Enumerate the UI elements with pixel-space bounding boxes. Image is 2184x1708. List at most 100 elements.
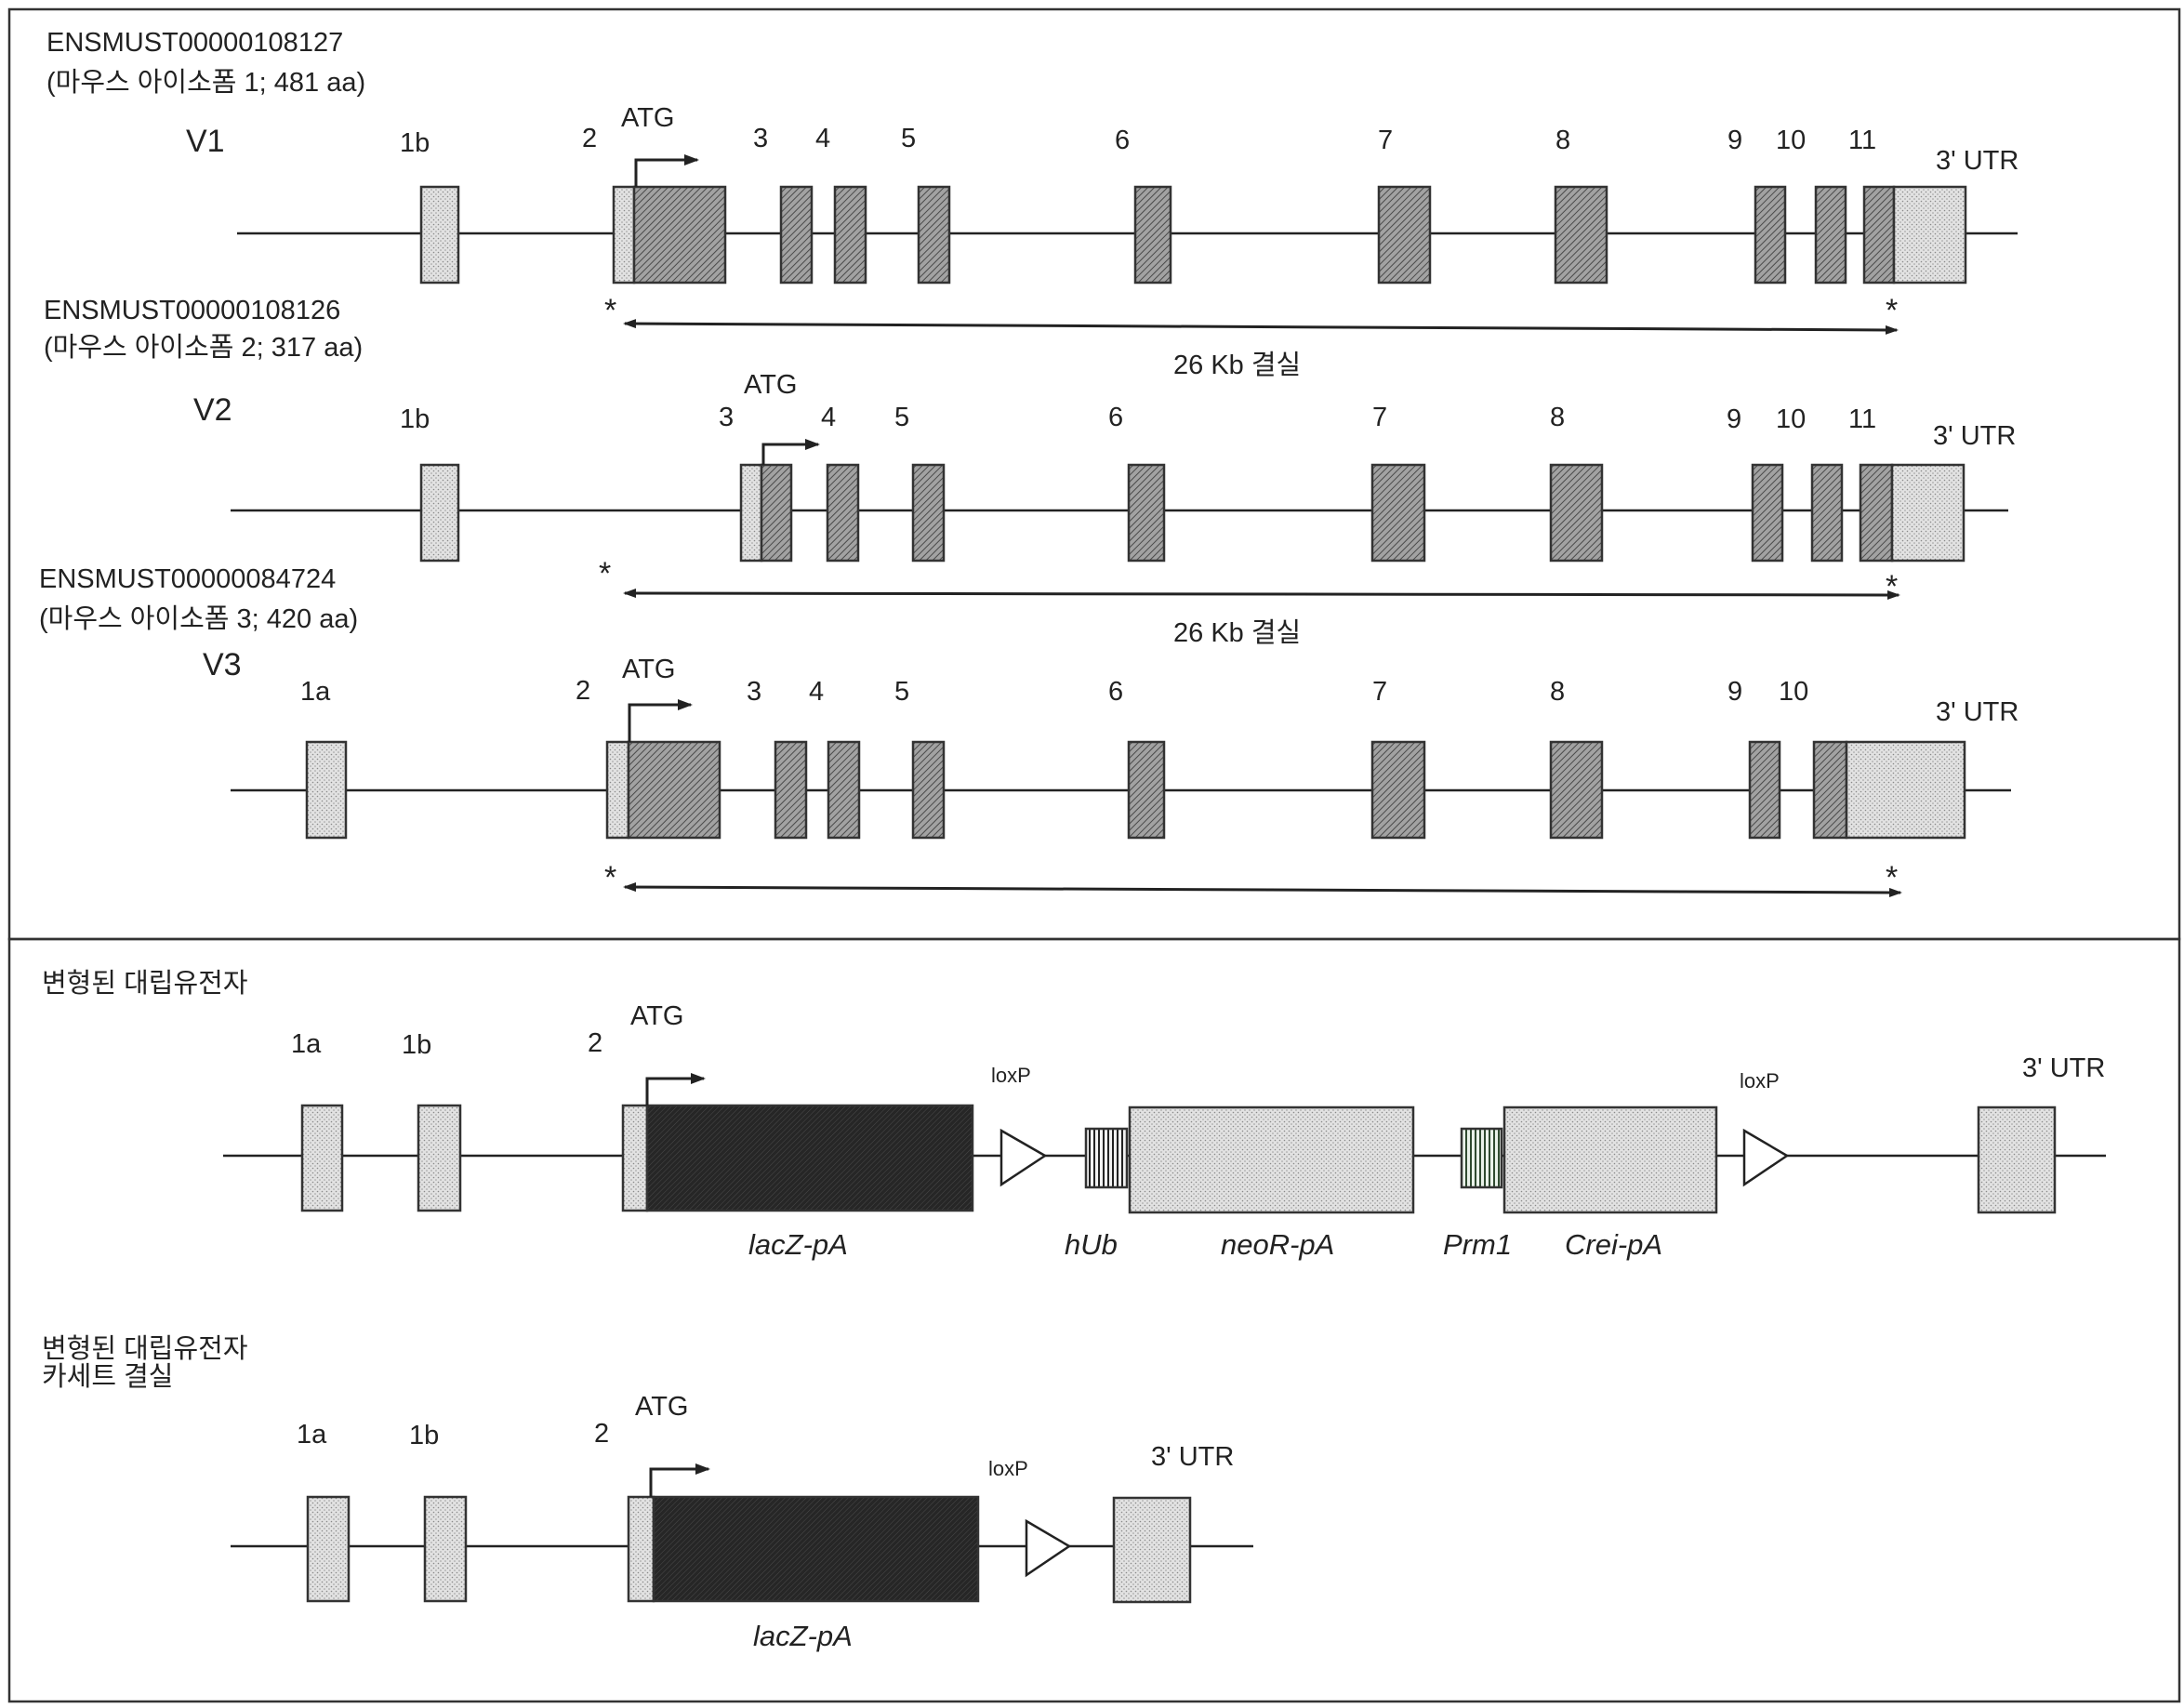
isoform-description: (마우스 아이소폼 1; 481 aa) (46, 68, 365, 98)
utr-3-prime-box (1894, 187, 1966, 283)
deletion-span-arrow (625, 324, 1897, 330)
start-codon-label: ATG (744, 370, 797, 400)
exon-label-7: 7 (1372, 403, 1387, 432)
utr-label: 3' UTR (1936, 697, 2019, 727)
exon-label-2: 2 (576, 676, 590, 706)
loxp-label: loxP (1740, 1069, 1780, 1092)
exon-2-utr (629, 1497, 654, 1601)
exon-label-1b: 1b (409, 1421, 439, 1450)
exon-label-4: 4 (809, 677, 824, 707)
exon-label-5: 5 (894, 403, 909, 432)
exon-label-6: 6 (1108, 677, 1123, 707)
exon-1b (421, 465, 458, 561)
exon-label-9: 9 (1727, 404, 1741, 434)
exon-label-10: 10 (1776, 126, 1806, 155)
exon-label-11: 11 (1848, 126, 1876, 155)
deletion-start-star: * (604, 860, 616, 895)
neor-cassette (1130, 1107, 1413, 1212)
exon-3 (781, 187, 812, 283)
exon-4 (828, 742, 859, 838)
isoform-description: (마우스 아이소폼 2; 317 aa) (44, 333, 363, 363)
exon-label-2: 2 (582, 124, 597, 153)
exon-label-10: 10 (1779, 677, 1808, 707)
exon-2-utr (623, 1106, 647, 1211)
exon-label-7: 7 (1378, 126, 1393, 155)
start-codon-label: ATG (621, 103, 674, 133)
exon-7 (1379, 187, 1430, 283)
exon-label-1b: 1b (400, 404, 430, 434)
exon-label-1b: 1b (402, 1030, 431, 1060)
exon-4 (827, 465, 858, 561)
exon-8 (1551, 465, 1602, 561)
exon-label-4: 4 (815, 124, 830, 153)
exon-2-coding (634, 187, 725, 283)
exon-9 (1750, 742, 1780, 838)
exon-3-utr (741, 465, 761, 561)
deletion-end-star: * (1886, 569, 1898, 604)
start-codon-arrow (763, 444, 818, 465)
exon-label-8: 8 (1550, 677, 1565, 707)
exon-6 (1129, 742, 1164, 838)
deletion-size-label: 26 Kb 결실 (1173, 618, 1301, 648)
exon-label-10: 10 (1776, 404, 1806, 434)
utr-label: 3' UTR (2022, 1053, 2105, 1083)
exon-10 (1814, 742, 1846, 838)
loxp-site-1 (1001, 1131, 1045, 1185)
exon-label-3: 3 (747, 677, 761, 707)
utr-3-prime-box (1979, 1107, 2055, 1212)
exon-label-7: 7 (1372, 677, 1387, 707)
transcript-id: ENSMUST00000108126 (44, 296, 340, 325)
exon-10 (1812, 465, 1842, 561)
exon-8 (1555, 187, 1607, 283)
exon-label-9: 9 (1727, 677, 1742, 707)
neor-label: neoR-pA (1221, 1228, 1334, 1261)
exon-2-utr (607, 742, 629, 838)
lacz-label: lacZ-pA (753, 1620, 853, 1652)
exon-7 (1372, 742, 1424, 838)
exon-3-coding (761, 465, 791, 561)
start-codon-arrow (647, 1079, 704, 1106)
exon-label-2: 2 (594, 1419, 609, 1449)
prm1-label: Prm1 (1443, 1228, 1512, 1261)
deleted-cassette-allele: 변형된 대립유전자 카세트 결실 ATG 1a 1b 2 loxP 3' UTR… (42, 1333, 1253, 1652)
exon-9 (1753, 465, 1782, 561)
deletion-span-arrow (625, 887, 1900, 893)
exon-label-2: 2 (588, 1028, 602, 1058)
exon-1b (425, 1497, 466, 1601)
exon-label-5: 5 (894, 677, 909, 707)
modified-allele-title: 변형된 대립유전자 (42, 968, 248, 999)
start-codon-arrow (636, 160, 697, 187)
exon-label-8: 8 (1555, 126, 1570, 155)
exon-label-6: 6 (1108, 403, 1123, 432)
deletion-start-star: * (604, 293, 616, 328)
exon-3 (775, 742, 806, 838)
deletion-span-arrow (625, 593, 1899, 595)
start-codon-label: ATG (635, 1392, 688, 1422)
exon-7 (1372, 465, 1424, 561)
utr-3-prime-box (1846, 742, 1965, 838)
loxp-site-2 (1744, 1131, 1787, 1185)
deleted-allele-title-line2: 카세트 결실 (42, 1362, 173, 1392)
exon-label-3: 3 (753, 124, 768, 153)
loxp-label: loxP (991, 1064, 1031, 1087)
exon-label-1a: 1a (297, 1420, 327, 1450)
exon-1a (308, 1497, 349, 1601)
exon-label-3: 3 (719, 403, 734, 432)
utr-label: 3' UTR (1151, 1442, 1234, 1472)
utr-3-prime-box (1892, 465, 1964, 561)
start-codon-arrow (629, 705, 691, 742)
exon-9 (1755, 187, 1785, 283)
isoform-description: (마우스 아이소폼 3; 420 aa) (39, 604, 358, 634)
exon-2-utr (614, 187, 634, 283)
exon-label-11: 11 (1848, 404, 1876, 434)
loxp-site (1026, 1521, 1069, 1575)
exon-label-9: 9 (1727, 126, 1742, 155)
variant-tag: V2 (193, 392, 232, 428)
exon-1a (307, 742, 346, 838)
exon-label-8: 8 (1550, 403, 1565, 432)
exon-1b (421, 187, 458, 283)
utr-3-prime-box (1114, 1498, 1190, 1602)
exon-11 (1860, 465, 1892, 561)
start-codon-arrow (651, 1469, 708, 1497)
